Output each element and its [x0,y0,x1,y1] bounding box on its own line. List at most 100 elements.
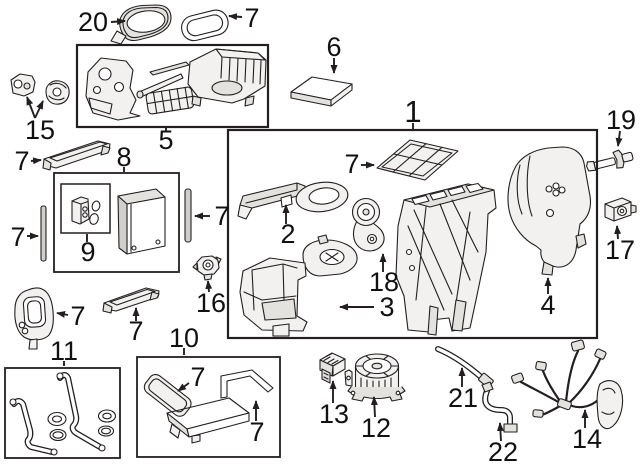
callout-number: 1 [404,94,421,129]
callout-8: 8 [116,142,132,172]
callout-7: 7 [344,149,375,179]
part-1-hvac-case [395,182,497,336]
group-box-8 [53,172,180,273]
callout-leader-line [56,310,69,318]
callout-7: 7 [194,201,230,231]
callout-number: 8 [116,142,131,172]
callout-number: 10 [169,323,199,353]
callout-16: 16 [196,280,226,318]
callout-number: 12 [361,413,391,443]
callout-20: 20 [78,7,126,37]
callout-15: 15 [25,96,55,145]
callout-number: 6 [326,32,341,62]
part-7-filter-screen [376,139,459,181]
callout-leader-line [30,157,42,165]
callout-number: 7 [190,362,205,392]
callout-7: 7 [56,301,86,331]
callout-number: 17 [605,235,635,265]
callout-leader-line [228,13,243,21]
callout-number: 7 [344,149,359,179]
callout-13: 13 [319,380,349,429]
part-3-lower-case [239,234,358,337]
callout-number: 21 [448,383,478,413]
part-16-actuator [192,255,222,281]
callout-number: 9 [80,237,95,267]
callout-number: 20 [78,7,108,37]
callout-number: 7 [249,417,264,447]
callout-22: 22 [488,422,518,467]
callout-1: 1 [404,94,422,129]
part-15-actuators [10,73,70,105]
callout-leader-line [496,422,504,442]
callout-18: 18 [369,253,399,297]
callout-number: 2 [280,219,295,249]
callout-4: 4 [540,277,556,320]
callout-number: 13 [319,399,349,429]
part-7-seal-strip-left [40,205,47,262]
part-20-air-inlet-grille [110,4,172,45]
callout-leader-line [110,18,126,26]
part-11-heater-hose-kit [9,372,117,456]
part-7-seal-inlet [181,9,229,42]
callout-12: 12 [361,396,391,443]
part-6-cabin-air-filter [290,76,353,107]
callout-leader-line [26,96,36,119]
callout-5: 5 [158,125,173,155]
part-22-drain-tube [481,381,518,433]
part-19-fastener [585,149,634,172]
callout-number: 7 [128,316,143,346]
callout-7: 7 [10,222,39,252]
part-5-upper-case-kit [85,48,267,121]
part-18-actuator-motor [351,197,385,252]
callout-leader-line [615,130,623,147]
group-box-11 [4,367,121,459]
callout-14: 14 [572,409,602,454]
callout-number: 7 [14,146,29,176]
callout-number: 4 [540,290,555,320]
callout-number: 16 [196,288,226,318]
part-14-wiring-harness [511,339,624,430]
callout-number: 14 [572,424,602,454]
part-8-evaporator-core [117,188,166,255]
part-10-heater-core [166,397,250,444]
group-box-10 [136,356,281,458]
callout-7: 7 [249,400,265,447]
callout-2: 2 [280,204,296,249]
callout-21: 21 [448,367,478,413]
part-4-case-side-panel [507,146,592,276]
callout-11: 11 [50,336,78,366]
part-2-air-duct-cover [237,181,349,220]
callout-number: 19 [606,105,636,135]
callout-7: 7 [177,362,206,392]
part-9-expansion-valve-kit [71,196,101,225]
callout-number: 3 [379,292,394,322]
part-7-bracket-upper [42,140,111,171]
callout-number: 11 [50,336,78,366]
callout-number: 5 [158,125,173,155]
group-box-9 [60,183,111,234]
callout-leader-line [614,225,622,240]
callout-leader-line [177,382,190,392]
callout-number: 15 [25,115,55,145]
callout-7: 7 [128,307,144,346]
callout-leader-line [34,100,44,119]
callout-17: 17 [605,225,635,265]
callout-7: 7 [14,146,42,176]
part-7-heater-cover [143,374,192,417]
callout-leader-line [370,396,378,418]
callout-7: 7 [228,3,260,33]
group-box-5 [75,43,270,129]
callout-number: 7 [70,301,85,331]
callout-3: 3 [339,292,395,322]
part-12-blower-motor [344,353,406,402]
callout-10: 10 [169,323,199,355]
part-7-bracket-lower [102,287,160,314]
callout-number: 7 [214,201,229,231]
part-17-sensor [604,197,637,222]
callout-leader-line [205,280,213,293]
part-7-gasket-plate [14,287,54,350]
callout-number: 18 [369,267,399,297]
callout-19: 19 [606,105,636,147]
